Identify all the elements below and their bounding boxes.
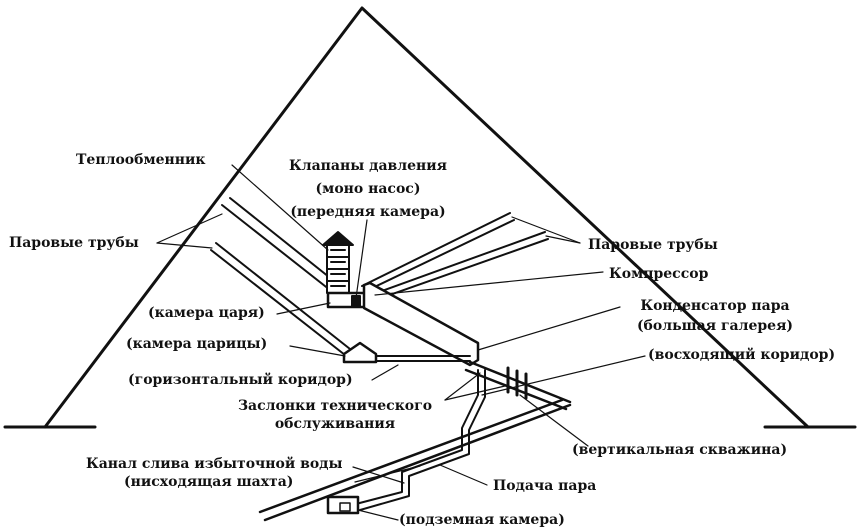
label-heat-exchanger: Теплообменник xyxy=(76,152,206,168)
horizontal-corridor-shape xyxy=(375,355,471,362)
grand-gallery-shape xyxy=(362,281,480,367)
label-underground-chamber: (подземная камера) xyxy=(399,512,565,528)
steam-pipe-left-lower xyxy=(210,242,351,356)
label-condenser-line1: Конденсатор пара xyxy=(640,298,790,314)
label-service-gates-line2: обслуживания xyxy=(274,416,396,432)
descending-passage-shape xyxy=(258,398,572,522)
pyramid-outline xyxy=(43,6,810,429)
label-queens-chamber: (камера царицы) xyxy=(126,336,268,352)
label-service-gates-line1: Заслонки технического xyxy=(237,398,433,414)
label-pressure-valves-line1: Клапаны давления xyxy=(288,158,448,174)
underground-chamber-inner xyxy=(339,502,351,512)
leader-lines xyxy=(156,164,646,521)
label-steam-pipes-right: Паровые трубы xyxy=(588,237,718,253)
steam-pipe-left-upper xyxy=(221,197,335,291)
label-compressor: Компрессор xyxy=(609,266,709,282)
steam-pipe-right-upper xyxy=(361,212,515,293)
service-gates-shape xyxy=(506,366,528,400)
label-condenser-line2: (большая галерея) xyxy=(636,318,794,334)
label-kings-chamber: (камера царя) xyxy=(148,305,265,321)
label-ascending-corridor: (восходящий коридор) xyxy=(648,347,836,363)
label-steam-pipes-left: Паровые трубы xyxy=(9,235,139,251)
label-vertical-well: (вертикальная скважина) xyxy=(572,442,788,458)
label-pressure-valves-line3: (передняя камера) xyxy=(290,204,446,220)
label-horizontal-corridor: (горизонтальный коридор) xyxy=(128,372,353,388)
label-drain-channel-line2: (нисходящая шахта) xyxy=(124,474,294,490)
label-steam-supply: Подача пара xyxy=(493,478,597,494)
label-pressure-valves-line2: (моно насос) xyxy=(315,181,421,197)
kings-chamber-shape xyxy=(326,291,370,309)
heat-exchanger-stack xyxy=(322,231,354,294)
queens-chamber-shape xyxy=(342,341,378,364)
vertical-well-shape xyxy=(351,369,486,511)
steam-pipe-right-lower xyxy=(367,231,549,303)
label-drain-channel-line1: Канал слива избыточной воды xyxy=(86,456,343,472)
